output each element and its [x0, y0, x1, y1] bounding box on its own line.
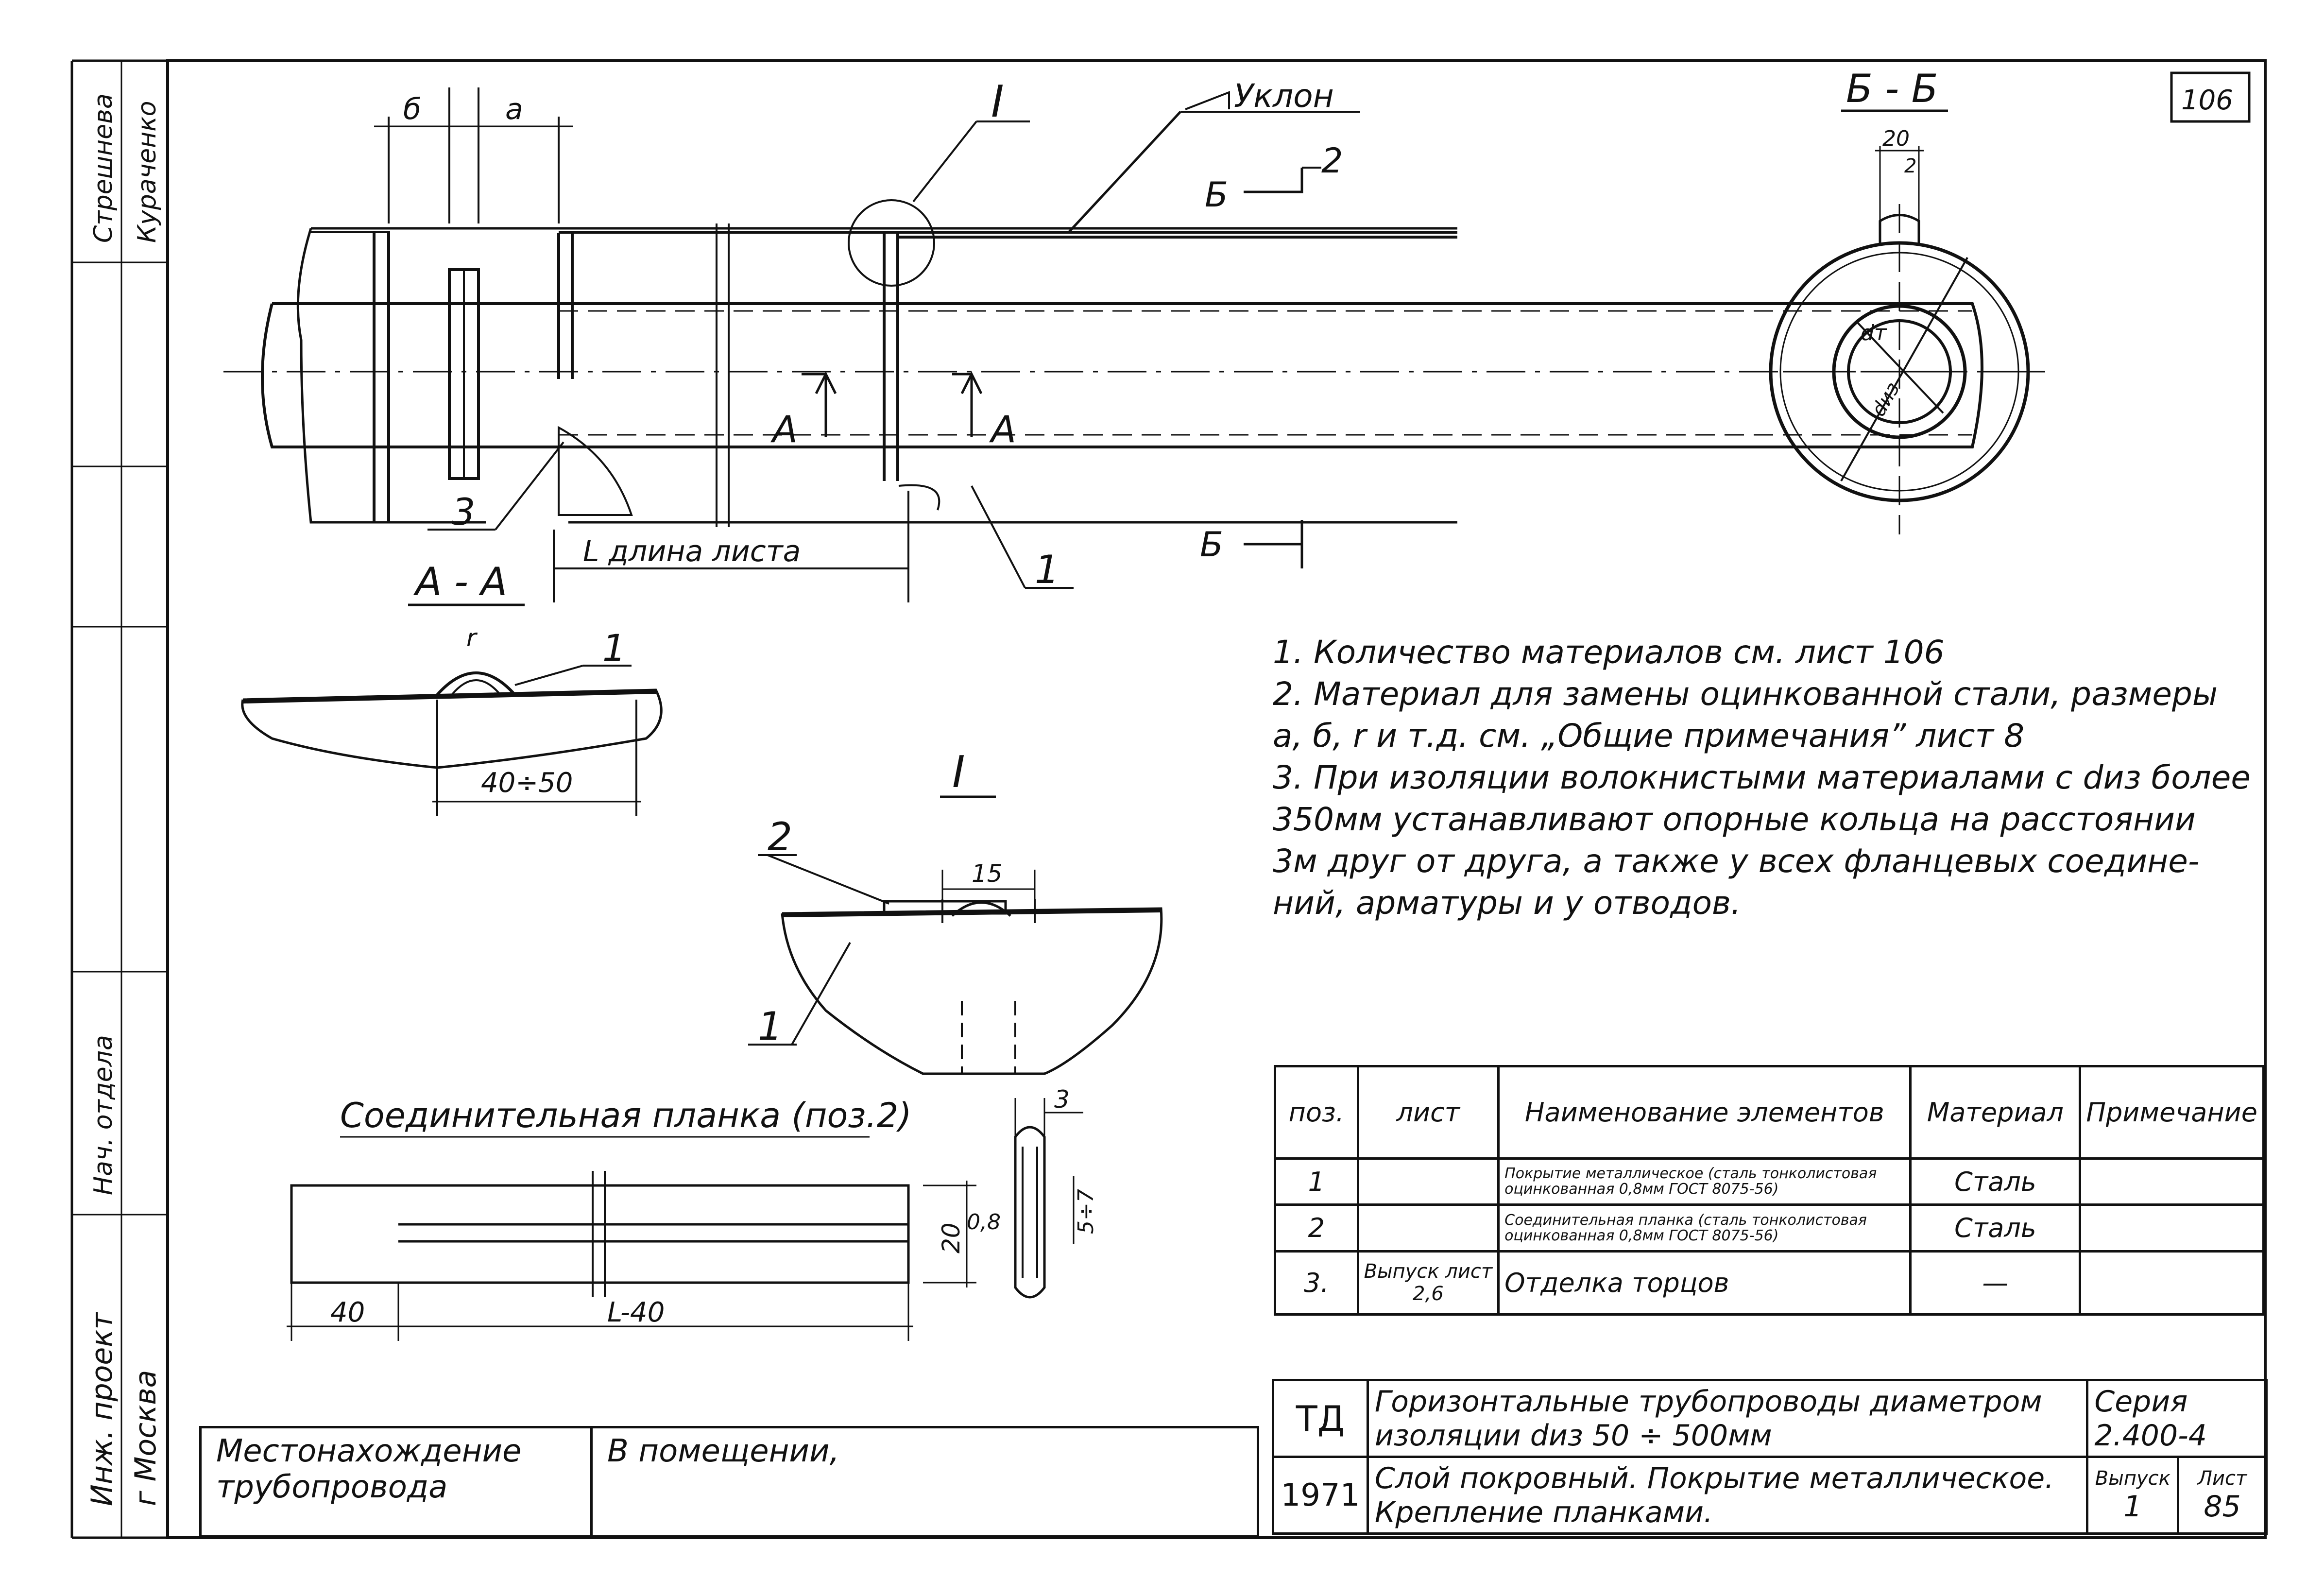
stamp-year: 1971: [1272, 1456, 1369, 1535]
detail-dim-15: 15: [972, 859, 1003, 888]
stamp-issue-label: Выпуск: [2095, 1467, 2170, 1490]
slope-label: Уклон: [1234, 77, 1334, 115]
pos-2-main: 2: [1321, 141, 1343, 181]
bb-d-t: dт: [1861, 321, 1887, 345]
section-A-right: А: [989, 408, 1016, 451]
detail-I-view: I 15 2 1: [748, 747, 1163, 1075]
row-1-note: [2079, 1157, 2265, 1206]
strip-name-4: Инж. проект: [85, 1312, 119, 1506]
strip-dim-L40: L-40: [607, 1297, 665, 1328]
section-B-bottom: Б: [1200, 525, 1223, 565]
section-B-top: Б: [1205, 175, 1228, 215]
title-stamp: ТД Горизонтальные трубопроводы диаметром…: [1272, 1379, 2268, 1535]
location-box: Местонахождение трубопровода В помещении…: [199, 1426, 1259, 1538]
stamp-issue: Выпуск 1: [2086, 1456, 2180, 1535]
dim-a: а: [505, 92, 523, 126]
strip-dim-40: 40: [330, 1297, 365, 1328]
stamp-org: ТД: [1272, 1379, 1369, 1458]
row-3-material: —: [1909, 1250, 2082, 1316]
section-AA-view: А - А r 1 40÷50: [241, 559, 663, 816]
location-label: Местонахождение трубопровода: [199, 1426, 593, 1538]
header-pos: поз.: [1274, 1065, 1359, 1160]
strip-dim-3: 3: [1054, 1085, 1070, 1114]
aa-dim-r: r: [466, 624, 478, 652]
row-2-note: [2079, 1203, 2265, 1253]
callout-I-label: I: [991, 76, 1004, 127]
stamp-title-2: Слой покровный. Покрытие металлическое. …: [1366, 1456, 2089, 1535]
bb-dim-20: 20: [1882, 126, 1910, 151]
row-2-material: Сталь: [1909, 1203, 2082, 1253]
row-1-material: Сталь: [1909, 1157, 2082, 1206]
row-3-pos: 3.: [1274, 1250, 1359, 1316]
table-row: 2 Соединительная планка (сталь тонколист…: [1274, 1203, 2265, 1253]
corner-number: 106: [2181, 85, 2233, 116]
row-3-sheet: Выпуск лист 2,6: [1356, 1250, 1500, 1316]
note-line-6: 3м друг от друга, а также у всех фланцев…: [1273, 842, 2200, 880]
row-2-name: Соединительная планка (сталь тонколистов…: [1497, 1203, 1912, 1253]
stamp-sheet-label: Лист: [2197, 1467, 2247, 1490]
strip-dim-5-7: 5÷7: [1074, 1189, 1098, 1234]
note-line-4: 3. При изоляции волокнистыми материалами…: [1273, 759, 2251, 796]
note-line-7: ний, арматуры и у отводов.: [1273, 884, 1741, 922]
header-material: Материал: [1909, 1065, 2082, 1160]
pos-3-main: 3: [452, 490, 475, 533]
strip-name-2: Кураченко: [133, 101, 162, 243]
row-3-name: Отделка торцов: [1497, 1250, 1912, 1316]
location-value: В помещении,: [590, 1426, 1259, 1538]
table-row: 1 Покрытие металлическое (сталь тонколис…: [1274, 1157, 2265, 1206]
strip-name-1: Стрешнева: [89, 93, 118, 243]
section-A-left: А: [770, 408, 798, 451]
section-BB-view: Б - Б 20 2 dт dиз: [1744, 66, 2055, 534]
row-1-sheet: [1356, 1157, 1500, 1206]
corner-number-box: [2170, 71, 2251, 123]
detail-pos-1: 1: [758, 1004, 783, 1049]
detail-callout-circle: [848, 199, 935, 287]
specification-table: поз. лист Наименование элементов Материа…: [1274, 1065, 2265, 1316]
section-BB-title: Б - Б: [1846, 66, 1938, 111]
note-line-5: 350мм устанавливают опорные кольца на ра…: [1273, 801, 2196, 838]
strip-dim-08: 0,8: [967, 1210, 1001, 1235]
aa-pos-1: 1: [602, 626, 626, 669]
bb-dim-2: 2: [1904, 155, 1916, 177]
strip-name-5: г Москва: [129, 1370, 163, 1506]
row-1-name: Покрытие металлическое (сталь тонколисто…: [1497, 1157, 1912, 1206]
header-name: Наименование элементов: [1497, 1065, 1912, 1160]
strip-title: Соединительная планка (поз.2): [340, 1096, 912, 1135]
stamp-series: Серия 2.400-4: [2086, 1379, 2268, 1458]
aa-dim-40-50: 40÷50: [481, 767, 573, 799]
detail-I-title: I: [952, 747, 965, 798]
detail-pos-2: 2: [768, 814, 792, 859]
stamp-sheet-value: 85: [2204, 1489, 2241, 1524]
strip-dim-20: 20: [937, 1222, 965, 1253]
stamp-series-value: 2.400-4: [2094, 1418, 2207, 1453]
stamp-series-label: Серия: [2094, 1384, 2188, 1419]
sheet-frame: [166, 59, 2267, 1539]
row-3-note: [2079, 1250, 2265, 1316]
header-sheet: лист: [1356, 1065, 1500, 1160]
stamp-sheet: Лист 85: [2177, 1456, 2268, 1535]
note-line-2: 2. Материал для замены оцинкованной стал…: [1273, 675, 2218, 713]
dim-b: б: [403, 92, 421, 126]
stamp-title-1: Горизонтальные трубопроводы диаметром из…: [1366, 1379, 2089, 1458]
stamp-issue-value: 1: [2123, 1489, 2142, 1524]
row-2-pos: 2: [1274, 1203, 1359, 1253]
strip-name-3: Нач. отдела: [89, 1035, 118, 1195]
row-1-pos: 1: [1274, 1157, 1359, 1206]
strip-view: Соединительная планка (поз.2) 40 L-40 20…: [287, 1085, 1098, 1341]
pos-1-main: 1: [1035, 547, 1059, 592]
row-2-sheet: [1356, 1203, 1500, 1253]
note-line-3: а, б, r и т.д. см. „Общие примечания” ли…: [1273, 717, 2025, 755]
header-note: Примечание: [2079, 1065, 2265, 1160]
length-label: L длина листа: [583, 534, 801, 568]
section-AA-title: А - А: [413, 559, 507, 604]
table-row: 3. Выпуск лист 2,6 Отделка торцов —: [1274, 1250, 2265, 1316]
note-line-1: 1. Количество материалов см. лист 106: [1273, 634, 1945, 671]
main-pipe-view: I Уклон б а Б 2 Б А А 3 1: [223, 76, 2021, 602]
